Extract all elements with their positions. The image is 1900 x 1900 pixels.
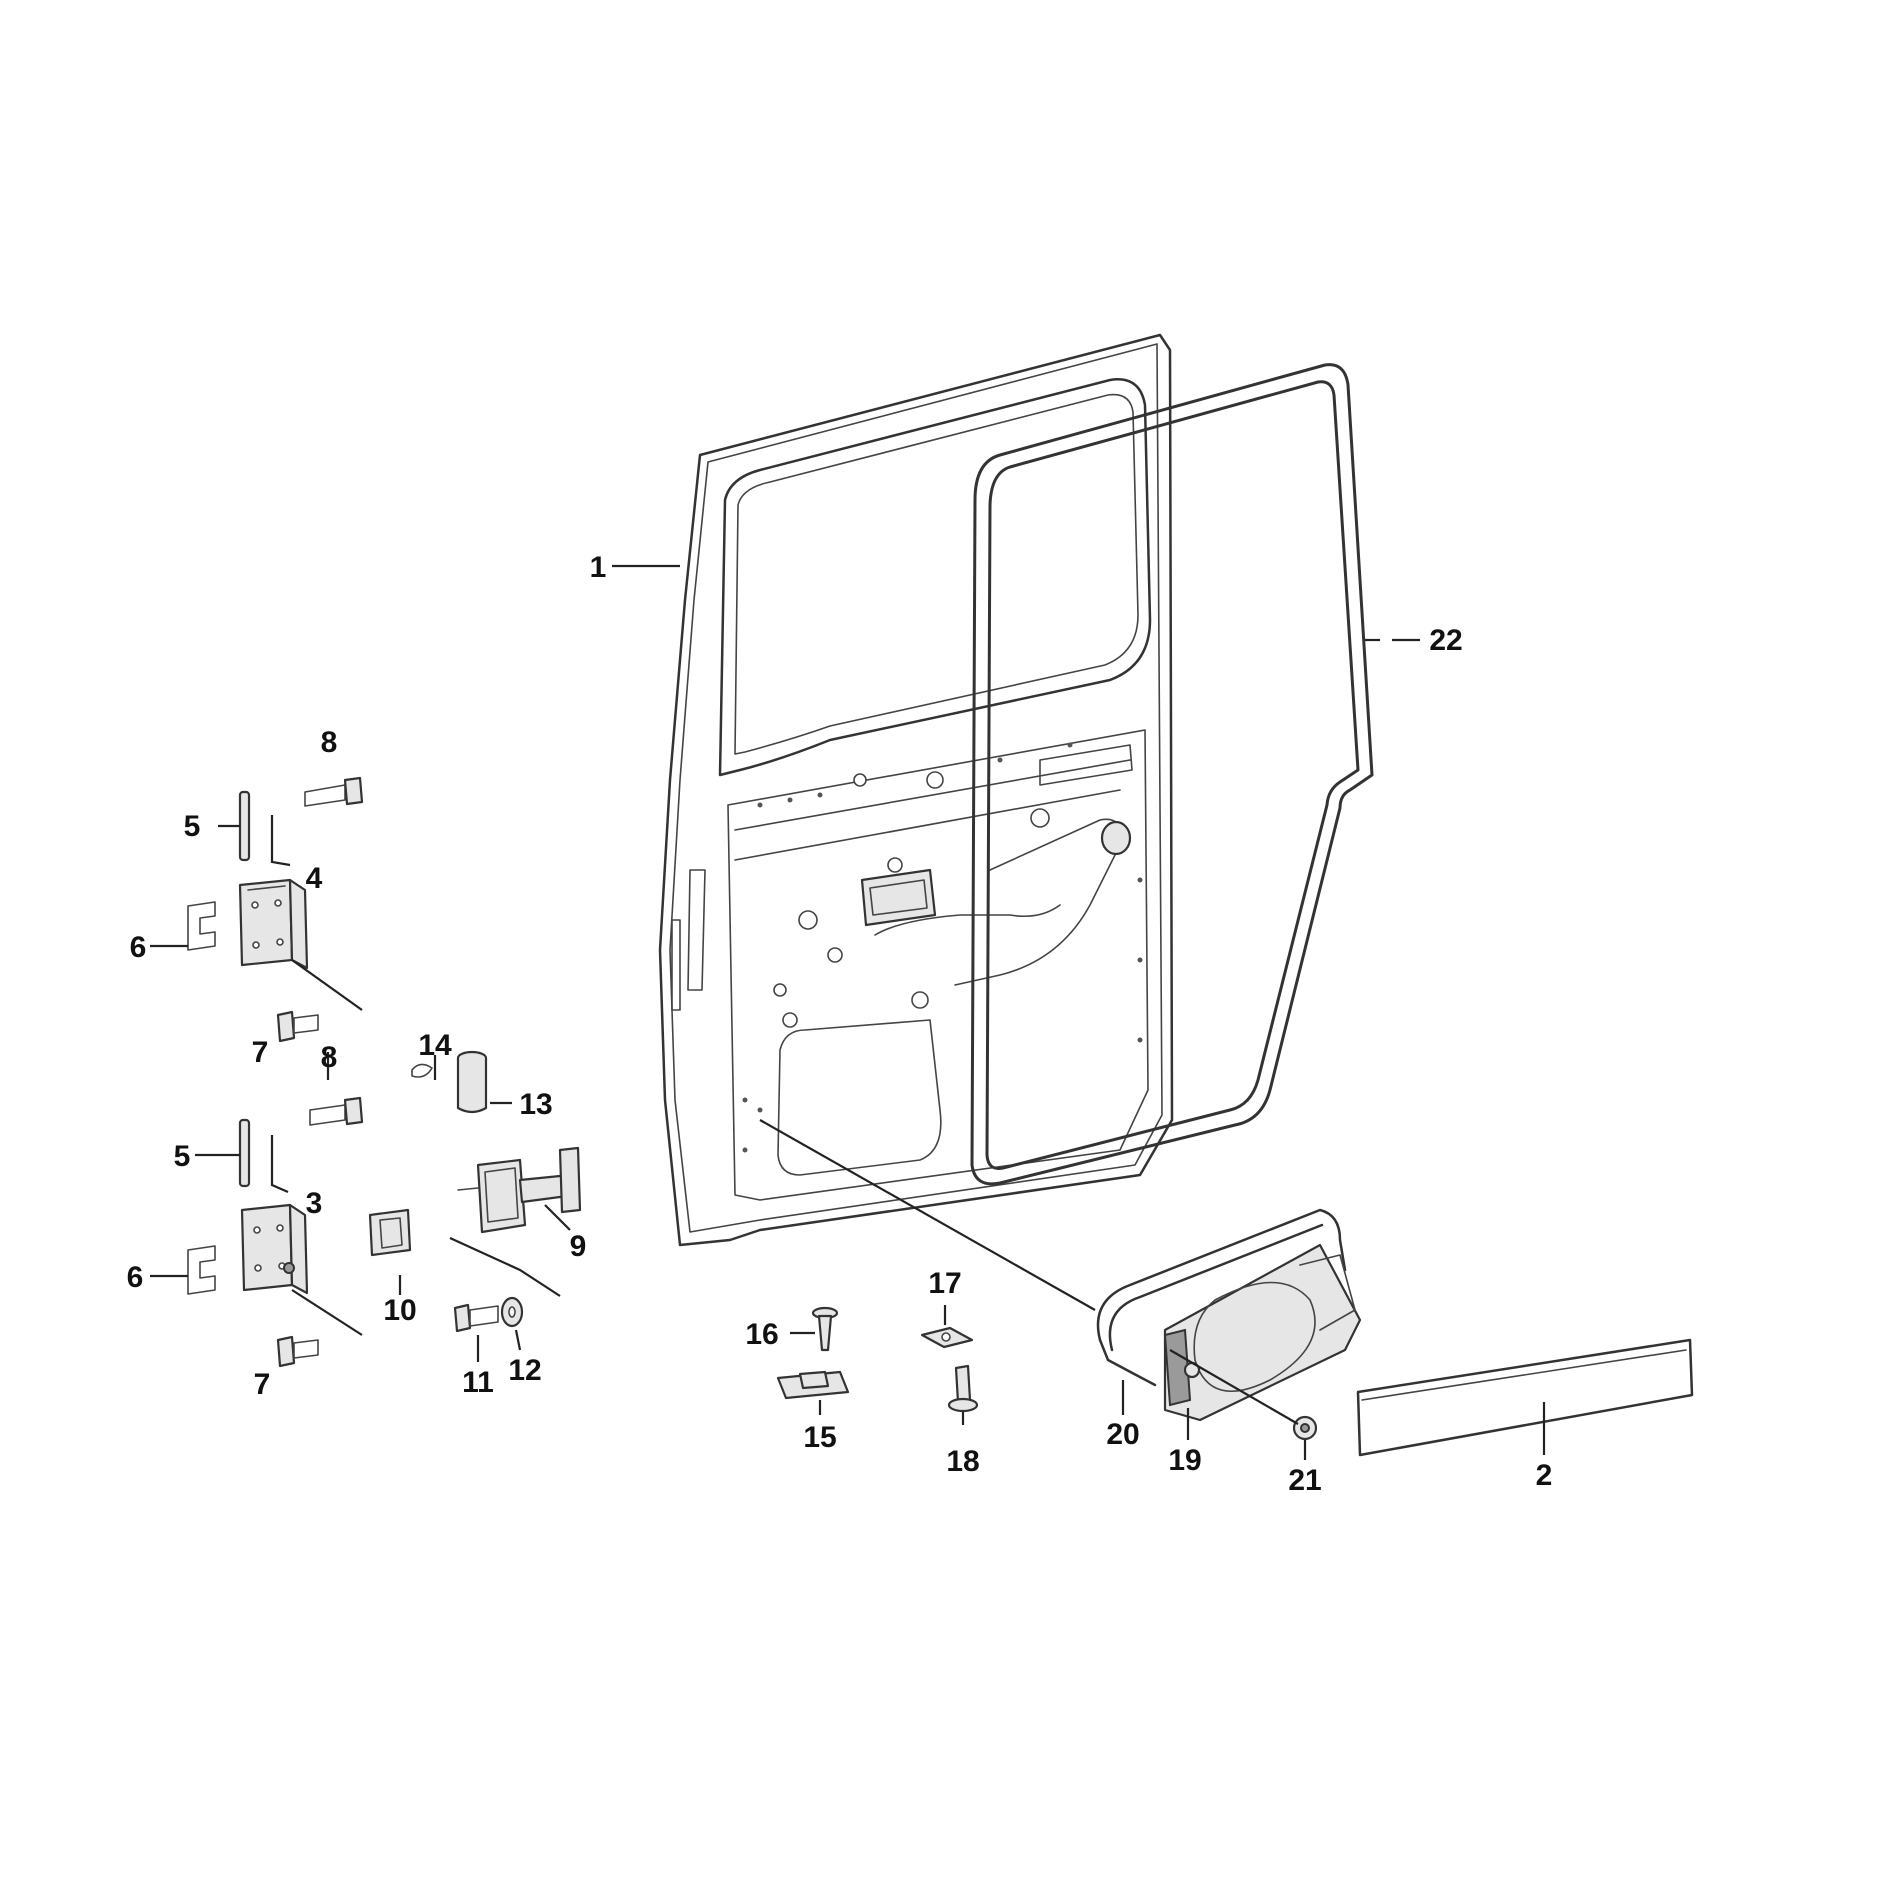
lower-hinge-pin [238, 1118, 251, 1188]
callout-8-lower: 8 [321, 1041, 338, 1074]
plate-bolt [947, 1364, 979, 1413]
callout-15: 15 [803, 1421, 836, 1454]
check-washer [500, 1296, 524, 1328]
lower-hinge-bolt-bottom [276, 1335, 319, 1368]
callout-17: 17 [928, 1267, 961, 1300]
check-bolt [453, 1303, 499, 1333]
callout-14: 14 [418, 1029, 452, 1062]
callout-5-lower: 5 [174, 1140, 191, 1173]
callout-20: 20 [1106, 1418, 1139, 1451]
upper-hinge-shim [187, 901, 216, 951]
callout-6-lower: 6 [127, 1261, 144, 1294]
callout-22: 22 [1429, 624, 1462, 657]
door-check [457, 1146, 582, 1234]
speaker-bracket [1096, 1208, 1362, 1422]
bumper [368, 1208, 412, 1257]
upper-hinge-pin [238, 790, 251, 862]
leader-lines [150, 564, 1546, 1460]
callout-5-upper: 5 [184, 810, 201, 843]
callout-21: 21 [1288, 1464, 1321, 1497]
door-shell [658, 333, 1174, 1247]
callout-7-lower: 7 [254, 1368, 271, 1401]
callout-6-upper: 6 [130, 931, 147, 964]
upper-hinge [238, 878, 309, 970]
bushing [456, 1050, 488, 1114]
callout-3: 3 [306, 1187, 323, 1220]
callout-9: 9 [570, 1230, 587, 1263]
callout-4: 4 [306, 862, 323, 895]
callout-13: 13 [519, 1088, 552, 1121]
callout-18: 18 [946, 1445, 979, 1478]
callout-10: 10 [383, 1294, 416, 1327]
trim-strip [1356, 1338, 1694, 1457]
upper-hinge-bolt-bottom [276, 1010, 319, 1043]
callout-labels: 1 22 2 8 5 4 6 7 8 14 13 5 3 9 6 10 11 1… [127, 551, 1553, 1497]
upper-hinge-bolt-top [304, 776, 364, 807]
nut-plate [776, 1370, 850, 1400]
speaker-nut [1292, 1415, 1318, 1441]
lower-hinge-shim [187, 1245, 216, 1295]
callout-8-upper: 8 [321, 726, 338, 759]
lower-hinge [240, 1203, 309, 1295]
door-seal [970, 363, 1374, 1186]
callout-11: 11 [462, 1366, 494, 1399]
lower-hinge-bolt-top [309, 1096, 364, 1126]
screw [811, 1306, 839, 1352]
callout-7-upper: 7 [252, 1036, 269, 1069]
callout-2: 2 [1536, 1459, 1553, 1492]
callout-12: 12 [508, 1354, 541, 1387]
clip [411, 1063, 433, 1078]
callout-16: 16 [745, 1318, 778, 1351]
callout-1: 1 [590, 551, 607, 584]
mounting-plate [920, 1326, 974, 1349]
callout-19: 19 [1168, 1444, 1201, 1477]
